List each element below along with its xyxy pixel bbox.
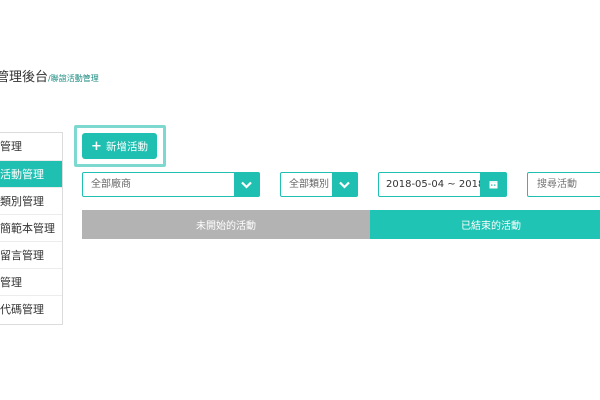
add-event-label: 新增活動 (105, 140, 148, 153)
sidebar-item-message-management[interactable]: 留言管理 (0, 241, 62, 268)
event-status-tabs: 未開始的活動 已結束的活動 (82, 210, 600, 239)
category-select[interactable]: 全部類別 (280, 172, 358, 197)
sidebar-item-code-management[interactable]: 代碼管理 (0, 295, 62, 322)
app-title: 管理後台 (0, 70, 49, 85)
date-range-value: 2018-05-04 ~ 2018 (386, 179, 485, 190)
add-event-highlight: + 新增活動 (74, 125, 166, 167)
chevron-down-icon[interactable] (234, 173, 259, 196)
vendor-select[interactable]: 全部廠商 (82, 172, 260, 197)
sidebar-item-management[interactable]: 管理 (0, 140, 22, 153)
sidebar-item-category-management[interactable]: 類別管理 (0, 187, 62, 214)
tab-ended-events[interactable]: 已結束的活動 (370, 210, 600, 239)
sidebar: 管理 活動管理 類別管理 簡範本管理 留言管理 管理 代碼管理 (0, 132, 63, 325)
add-event-button[interactable]: + 新增活動 (82, 133, 157, 159)
category-select-value: 全部類別 (289, 179, 329, 190)
breadcrumb[interactable]: /聯誼活動管理 (48, 74, 99, 83)
vendor-select-value: 全部廠商 (91, 179, 131, 190)
search-input[interactable] (527, 172, 600, 197)
sidebar-item-management-2[interactable]: 管理 (0, 268, 62, 295)
calendar-icon[interactable] (480, 173, 506, 196)
date-range-picker[interactable]: 2018-05-04 ~ 2018 (378, 172, 507, 197)
plus-icon: + (91, 138, 102, 154)
page-header: 管理後台/聯誼活動管理 (0, 66, 99, 85)
tab-upcoming-events[interactable]: 未開始的活動 (82, 210, 370, 239)
chevron-down-icon[interactable] (332, 173, 357, 196)
sidebar-item-template-management[interactable]: 簡範本管理 (0, 214, 62, 241)
sidebar-item-event-management[interactable]: 活動管理 (0, 160, 62, 187)
